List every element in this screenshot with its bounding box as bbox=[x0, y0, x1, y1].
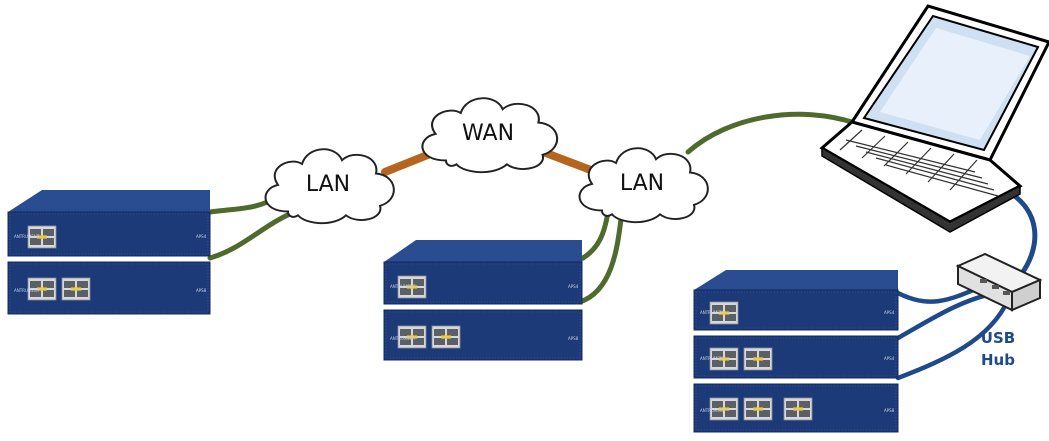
ethernet-cable bbox=[577, 209, 625, 305]
svg-text:ANTRUMENT: ANTRUMENT bbox=[14, 234, 40, 239]
svg-text:APS4: APS4 bbox=[196, 234, 207, 239]
svg-text:APS4: APS4 bbox=[884, 356, 895, 361]
svg-text:ANTRUMENT: ANTRUMENT bbox=[700, 356, 726, 361]
svg-text:ANTRUMENT: ANTRUMENT bbox=[14, 288, 40, 293]
svg-text:APS8: APS8 bbox=[196, 288, 207, 293]
device-stack-middle: ANTRUMENT APS4 ANTRUMENT APS8 bbox=[383, 240, 583, 361]
laptop-icon bbox=[819, 4, 1049, 233]
network-appliance-icon: ANTRUMENT APS4 bbox=[383, 240, 583, 305]
svg-text:ANTRUMENT: ANTRUMENT bbox=[390, 336, 416, 341]
lan-left-label: LAN bbox=[306, 172, 350, 197]
svg-text:APS4: APS4 bbox=[884, 310, 895, 315]
network-appliance-icon: ANTRUMENT APS8 bbox=[383, 309, 583, 361]
usb-hub-label: USB bbox=[981, 329, 1015, 347]
ethernet-cable bbox=[207, 207, 303, 261]
lan-right-label: LAN bbox=[620, 171, 664, 196]
usb-hub-icon bbox=[955, 252, 1043, 312]
svg-text:APS4: APS4 bbox=[568, 284, 579, 289]
svg-text:ANTRUMENT: ANTRUMENT bbox=[390, 284, 416, 289]
usb-hub-label: Hub bbox=[981, 351, 1015, 369]
device-stack-right: ANTRUMENT APS4 ANTRUMENT APS4 ANTRUMENT … bbox=[693, 270, 899, 433]
network-appliance-icon: ANTRUMENT APS4 bbox=[693, 270, 899, 331]
svg-text:APS8: APS8 bbox=[884, 408, 895, 413]
network-appliance-icon: ANTRUMENT APS4 bbox=[7, 190, 211, 257]
network-appliance-icon: ANTRUMENT APS4 bbox=[693, 335, 899, 379]
usb-cable bbox=[895, 297, 1011, 381]
device-stack-left: ANTRUMENT APS4 ANTRUMENT APS8 bbox=[7, 190, 211, 315]
svg-text:ANTRUMENT: ANTRUMENT bbox=[700, 408, 726, 413]
svg-text:APS8: APS8 bbox=[568, 336, 579, 341]
network-appliance-icon: ANTRUMENT APS8 bbox=[7, 261, 211, 315]
ethernet-cable bbox=[685, 111, 858, 155]
network-appliance-icon: ANTRUMENT APS8 bbox=[693, 383, 899, 433]
wan-label: WAN bbox=[462, 121, 514, 146]
svg-text:ANTRUMENT: ANTRUMENT bbox=[700, 310, 726, 315]
